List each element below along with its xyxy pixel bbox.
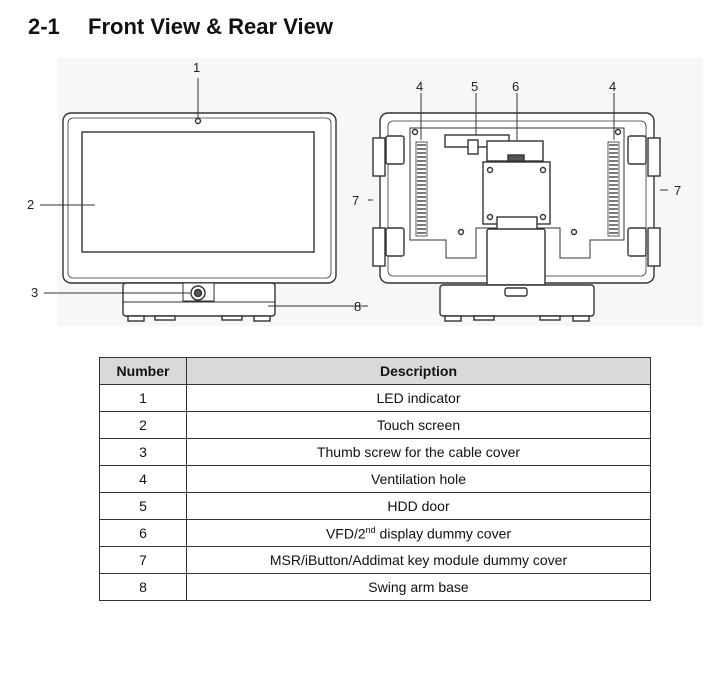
rear-callout-7-right: 7 (674, 183, 681, 198)
vesa-plate (482, 161, 551, 225)
table-row: 2 Touch screen (99, 411, 651, 439)
table-row: 5 HDD door (99, 492, 651, 520)
table-row: 3 Thumb screw for the cable cover (99, 438, 651, 466)
component-table: Number Description 1 LED indicator 2 Tou… (99, 357, 651, 601)
table-row: 1 LED indicator (99, 384, 651, 412)
section-number: 2-1 (28, 14, 60, 39)
led-indicator-icon (194, 117, 202, 125)
row-number: 1 (99, 384, 187, 412)
module-cover-left-bottom (372, 227, 386, 267)
row-number: 3 (99, 438, 187, 466)
row-number: 4 (99, 465, 187, 493)
front-callout-8: 8 (354, 299, 361, 314)
rear-callout-6: 6 (512, 79, 519, 94)
front-rear-view-figure: 1 2 3 8 (27, 60, 682, 322)
rear-callout-5: 5 (471, 79, 478, 94)
front-callout-3: 3 (31, 285, 38, 300)
row-number: 8 (99, 573, 187, 601)
rear-callout-4-left: 4 (416, 79, 423, 94)
row-description: MSR/iButton/Addimat key module dummy cov… (186, 546, 651, 574)
row-description: LED indicator (186, 384, 651, 412)
front-bezel-inner (67, 117, 332, 279)
row-description: VFD/2nd display dummy cover (186, 519, 651, 547)
row-description-pre: VFD/2 (325, 525, 366, 542)
table-row: 6 VFD/2nd display dummy cover (99, 519, 651, 547)
row-description-post: display dummy cover (375, 525, 512, 542)
module-cover-right-bottom (647, 227, 661, 267)
row-number: 6 (99, 519, 187, 547)
header-number: Number (99, 357, 187, 385)
front-callout-2: 2 (27, 197, 34, 212)
rear-stand-arm (486, 228, 546, 286)
table-row: 7 MSR/iButton/Addimat key module dummy c… (99, 546, 651, 574)
row-number: 7 (99, 546, 187, 574)
row-number: 2 (99, 411, 187, 439)
row-description: HDD door (186, 492, 651, 520)
header-description: Description (186, 357, 651, 385)
row-description: Touch screen (186, 411, 651, 439)
table-row: 8 Swing arm base (99, 573, 651, 601)
module-cover-right-top (647, 137, 661, 177)
row-description: Ventilation hole (186, 465, 651, 493)
front-view (62, 112, 337, 322)
section-title: Front View & Rear View (88, 14, 333, 39)
rear-callout-7-left: 7 (352, 193, 359, 208)
row-number: 5 (99, 492, 187, 520)
rear-view (372, 112, 661, 322)
row-description-sup: nd (365, 524, 376, 535)
row-description: Thumb screw for the cable cover (186, 438, 651, 466)
section-heading: 2-1 Front View & Rear View (28, 14, 333, 40)
row-description: Swing arm base (186, 573, 651, 601)
module-cover-left-top (372, 137, 386, 177)
front-touch-screen (81, 131, 315, 253)
rear-base (439, 284, 595, 317)
front-callout-1: 1 (193, 60, 200, 75)
table-header-row: Number Description (99, 357, 651, 385)
table-row: 4 Ventilation hole (99, 465, 651, 493)
rear-callout-4-right: 4 (609, 79, 616, 94)
